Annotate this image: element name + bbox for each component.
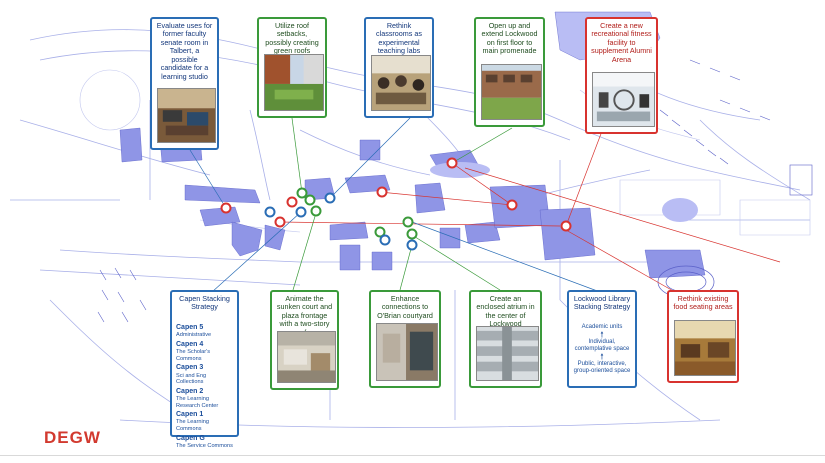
photo-atrium bbox=[476, 326, 539, 381]
photo-classroom bbox=[371, 55, 431, 111]
footer-divider bbox=[0, 455, 825, 456]
callout-lockwood-stacking: Lockwood Library Stacking Strategy Acade… bbox=[567, 290, 637, 388]
callout-title: Lockwood Library Stacking Strategy bbox=[573, 294, 631, 312]
callout-text: Open up and extend Lockwood on first flo… bbox=[481, 21, 538, 56]
callout-atrium: Create an enclosed atrium in the center … bbox=[469, 290, 542, 388]
photo-fitness-facility bbox=[592, 72, 655, 127]
photo-food-seating bbox=[674, 320, 736, 376]
lockwood-level: Academic units bbox=[581, 324, 623, 330]
callout-text: Enhance connections to O'Brian courtyard bbox=[377, 294, 433, 320]
callout-text: Rethink existing food seating areas bbox=[673, 294, 733, 312]
arrow-up-icon: 🠕 bbox=[600, 352, 604, 362]
capen-level-desc: The Learning Commons bbox=[176, 419, 209, 432]
callout-lockwood-open: Open up and extend Lockwood on first flo… bbox=[474, 17, 545, 127]
lockwood-level: Public, interactive, group-oriented spac… bbox=[573, 361, 631, 375]
callout-roofs: Utilize roof setbacks, possibly creating… bbox=[257, 17, 327, 118]
capen-level-name: Capen 1 bbox=[176, 411, 204, 419]
callout-text: Utilize roof setbacks, possibly creating… bbox=[265, 21, 319, 56]
photo-learning-studio bbox=[157, 88, 216, 143]
capen-level-desc: The Service Commons bbox=[176, 442, 233, 449]
capen-level-desc: The Learning Research Center bbox=[176, 395, 219, 409]
callout-fitness: Create a new recreational fitness facili… bbox=[585, 17, 658, 134]
capen-level-name: Capen G bbox=[176, 434, 205, 442]
callout-classrooms: Rethink classrooms as experimental teach… bbox=[364, 17, 434, 118]
callout-text: Create a new recreational fitness facili… bbox=[591, 21, 652, 64]
lockwood-stack-levels: Academic units 🠕 Individual, contemplati… bbox=[573, 324, 631, 375]
callout-text: Evaluate uses for former faculty senate … bbox=[156, 21, 213, 81]
capen-level-name: Capen 5 bbox=[176, 324, 204, 331]
lockwood-level: Individual, contemplative space bbox=[574, 339, 630, 353]
degw-logo: DEGW bbox=[44, 428, 101, 447]
arrow-up-icon: 🠕 bbox=[600, 330, 604, 340]
capen-level-desc: Sci and Eng Collections bbox=[176, 372, 207, 386]
photo-lockwood-exterior bbox=[481, 64, 542, 120]
capen-levels: Capen 5 Administrative Capen 4 The Schol… bbox=[176, 322, 233, 449]
callout-food-seating: Rethink existing food seating areas bbox=[667, 290, 739, 383]
callout-text: Rethink classrooms as experimental teach… bbox=[376, 21, 422, 56]
capen-level-name: Capen 3 bbox=[176, 364, 204, 372]
photo-green-roof bbox=[264, 54, 324, 111]
capen-level-desc: The Scholar's Commons bbox=[176, 349, 211, 362]
capen-level-name: Capen 2 bbox=[176, 387, 204, 395]
callout-capen-stacking: Capen Stacking Strategy Capen 5 Administ… bbox=[170, 290, 239, 449]
callout-title: Capen Stacking Strategy bbox=[179, 294, 230, 312]
capen-level-name: Capen 4 bbox=[176, 340, 204, 348]
callout-sunken-court: Animate the sunken court and plaza front… bbox=[270, 290, 339, 390]
photo-sunken-court bbox=[277, 331, 336, 383]
photo-obrian-courtyard bbox=[376, 323, 438, 381]
callout-text: Create an enclosed atrium in the center … bbox=[476, 294, 535, 329]
callout-obrian: Enhance connections to O'Brian courtyard bbox=[369, 290, 441, 388]
callout-talbert: Evaluate uses for former faculty senate … bbox=[150, 17, 219, 150]
capen-level-desc: Administrative bbox=[176, 332, 212, 339]
